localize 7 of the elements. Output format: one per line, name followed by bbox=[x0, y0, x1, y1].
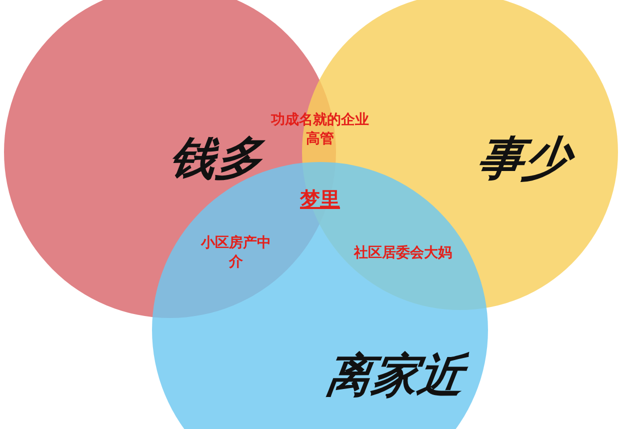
overlap-label: 功成名就的企业高管 bbox=[270, 111, 370, 149]
overlap-label: 社区居委会大妈 bbox=[353, 244, 453, 262]
overlap-label: 小区房产中介 bbox=[200, 234, 272, 272]
circle-label: 钱多 bbox=[166, 130, 266, 187]
circle-label: 事少 bbox=[474, 130, 574, 187]
overlap-label: 梦里 bbox=[298, 186, 341, 212]
circle-label: 离家近 bbox=[322, 347, 468, 404]
